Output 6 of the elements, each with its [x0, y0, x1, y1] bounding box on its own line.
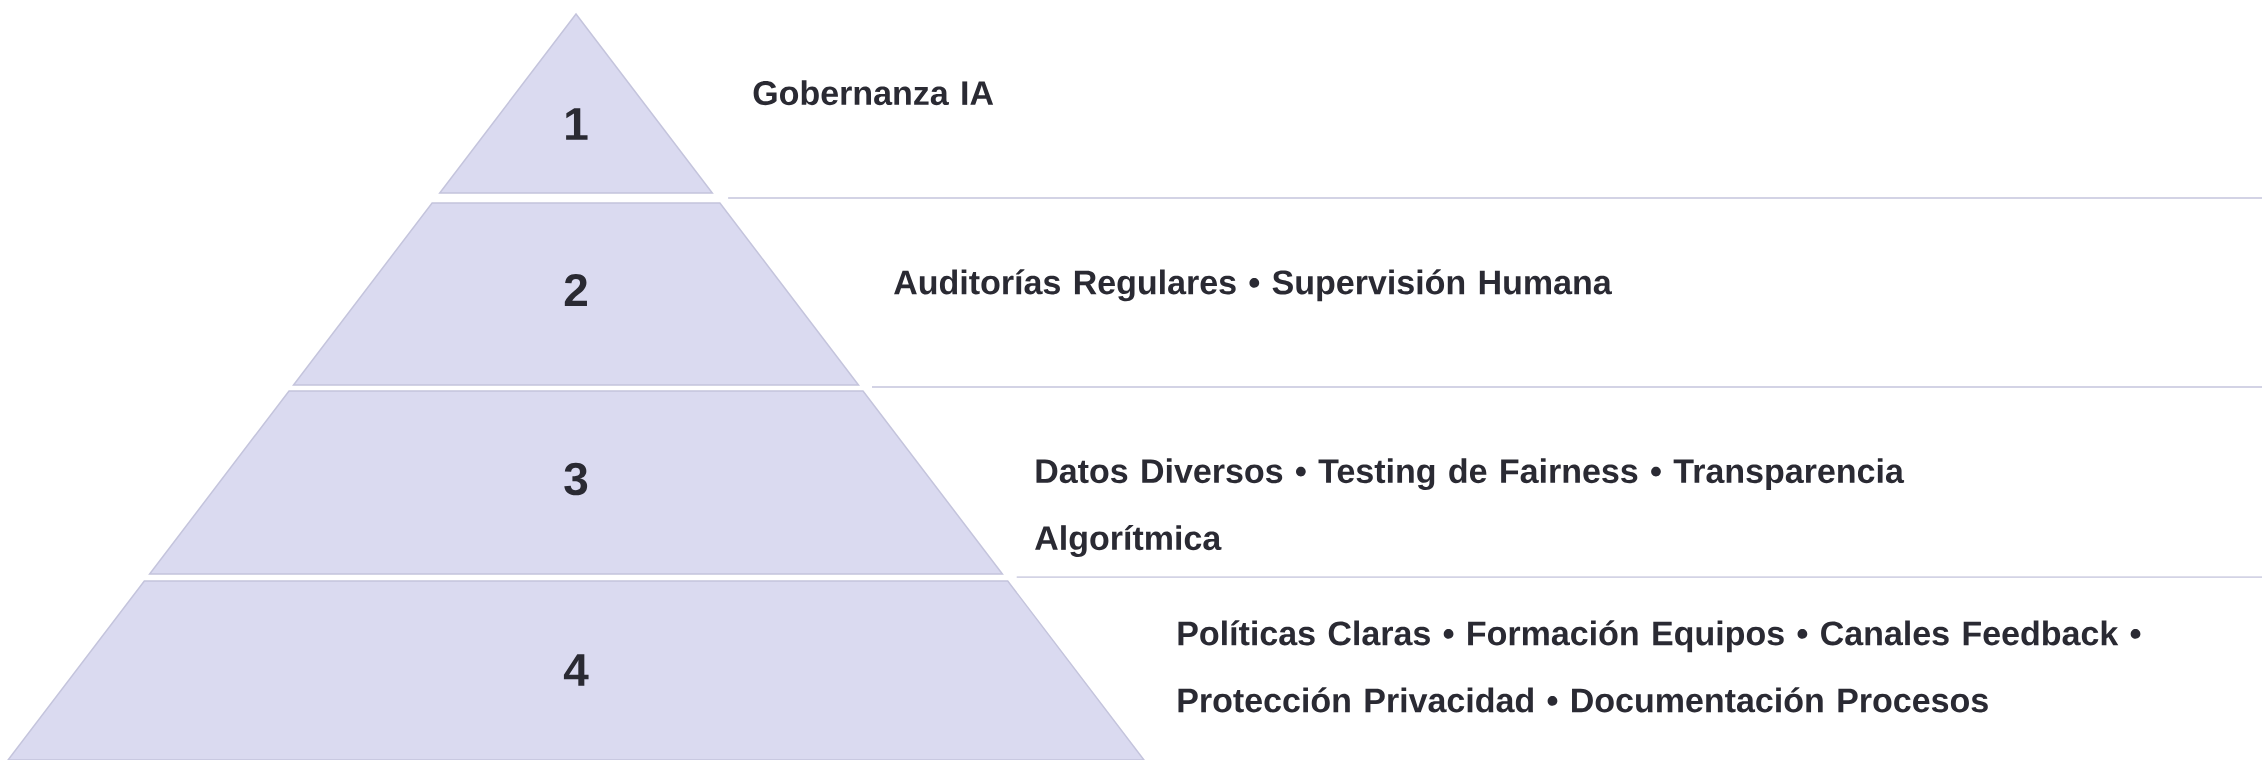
pyramid-tier: 3	[148, 390, 1004, 575]
tier-description: Gobernanza IA	[753, 80, 994, 106]
tier-description: Datos Diversos • Testing de Fairness • Transparencia Algorítmica	[1035, 458, 1905, 558]
pyramid-tier: 2	[292, 202, 861, 386]
tier-description: Políticas Claras • Formación Equipos • Canales Feedback • Protección Privacidad • Documentación Procesos	[1178, 620, 2141, 713]
tier-description: Auditorías Regulares • Supervisión Humana	[894, 269, 1612, 302]
